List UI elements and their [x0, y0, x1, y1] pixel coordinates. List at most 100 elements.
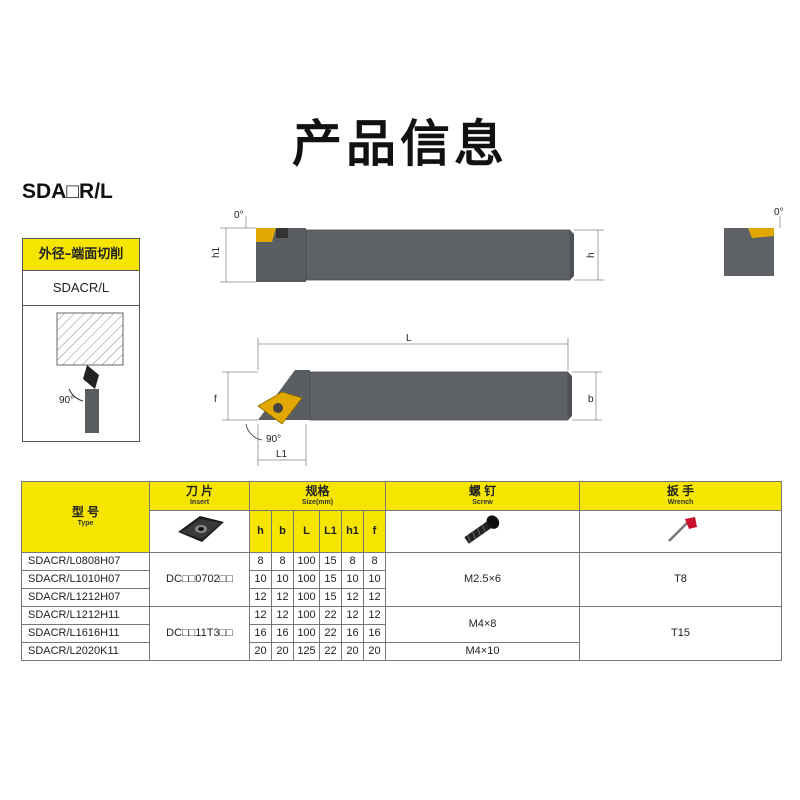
- insert-group-1: DC□□0702□□: [149, 552, 250, 607]
- size-cell: 100: [293, 624, 320, 643]
- b-label: b: [588, 394, 594, 405]
- size-cell: 8: [271, 552, 294, 571]
- size-cell: 22: [319, 642, 342, 661]
- insert-icon: [177, 516, 224, 542]
- type-header-cn: 型 号: [71, 505, 100, 519]
- size-cell: 12: [249, 588, 272, 607]
- size-cell: 12: [363, 588, 386, 607]
- size-cell: 12: [271, 588, 294, 607]
- operation-card: 外径–端面切削 SDACR/L 90°: [22, 238, 140, 442]
- size-cell: 16: [341, 624, 364, 643]
- type-cell: SDACR/L1616H11: [21, 624, 150, 643]
- size-cell: 10: [271, 570, 294, 589]
- technical-drawing: h1 0° h 0° L f b: [211, 207, 784, 466]
- wrench-header-cn: 扳 手: [666, 484, 695, 498]
- type-cell: SDACR/L1212H07: [21, 588, 150, 607]
- angle-arc: [68, 388, 84, 402]
- size-cell: 100: [293, 570, 320, 589]
- size-cell: 16: [271, 624, 294, 643]
- screw-icon: [463, 515, 499, 544]
- screw-header-cn: 螺 钉: [468, 484, 497, 498]
- insert-header-en: Insert: [189, 499, 210, 506]
- operation-card-model: SDACR/L: [23, 271, 139, 306]
- size-cell: 8: [363, 552, 386, 571]
- size-cell: 15: [319, 588, 342, 607]
- size-cell: 16: [249, 624, 272, 643]
- screw-image-cell: [385, 510, 580, 553]
- insert-shape: [83, 365, 99, 389]
- size-cell: 20: [249, 642, 272, 661]
- f-label: f: [214, 394, 217, 405]
- insert-image-cell: [149, 510, 250, 553]
- operation-card-header: 外径–端面切削: [23, 239, 139, 271]
- end-view: 0°: [724, 207, 784, 276]
- operation-illustration: 90°: [56, 312, 124, 433]
- size-cell: 10: [249, 570, 272, 589]
- top-view: h1 0° h: [211, 210, 604, 283]
- size-cell: 22: [319, 606, 342, 625]
- L-label: L: [406, 333, 412, 344]
- wrench-icon: [667, 517, 697, 542]
- insert-header-cn: 刀 片: [185, 484, 214, 498]
- side-angle-label: 90°: [59, 395, 74, 406]
- size-cell: 20: [341, 642, 364, 661]
- wrench-group-1: T8: [579, 552, 782, 607]
- size-cell: 8: [341, 552, 364, 571]
- screw-header: 螺 钉 Screw: [385, 481, 580, 511]
- size-cell: 20: [271, 642, 294, 661]
- tool-shank-bottom: [309, 371, 569, 421]
- insert-screw-hole: [273, 403, 283, 413]
- size-cell: 10: [341, 570, 364, 589]
- size-cell: 16: [363, 624, 386, 643]
- type-header-en: Type: [77, 520, 94, 527]
- screw-group-3: M4×10: [385, 642, 580, 661]
- size-cell: 100: [293, 588, 320, 607]
- size-cell: 20: [363, 642, 386, 661]
- bottom-view: L f b 90° L1: [214, 333, 602, 466]
- size-cell: 15: [319, 570, 342, 589]
- size-cell: 12: [249, 606, 272, 625]
- shank-chamfer-top: [570, 230, 574, 280]
- size-cell: 10: [363, 570, 386, 589]
- size-cell: 12: [341, 606, 364, 625]
- page-title: 产品信息: [292, 115, 508, 173]
- model-code: SDA□R/L: [22, 180, 113, 203]
- clamp-top: [276, 228, 288, 238]
- size-col-h: h: [249, 510, 272, 553]
- insert-group-2: DC□□11T3□□: [149, 606, 250, 661]
- L1-label: L1: [276, 449, 288, 460]
- screw-group-1: M2.5×6: [385, 552, 580, 607]
- insert-header: 刀 片 Insert: [149, 481, 250, 511]
- size-cell: 100: [293, 606, 320, 625]
- side-view-angle-label: 0°: [774, 207, 784, 218]
- type-cell: SDACR/L0808H07: [21, 552, 150, 571]
- type-cell: SDACR/L1212H11: [21, 606, 150, 625]
- size-col-f: f: [363, 510, 386, 553]
- screw-group-2: M4×8: [385, 606, 580, 643]
- wrench-image-cell: [579, 510, 782, 553]
- h-label: h: [586, 252, 597, 258]
- spec-table: 型 号 Type 刀 片 Insert 规格 Size(mm) 螺 钉 Scre…: [21, 481, 782, 661]
- size-cell: 15: [319, 552, 342, 571]
- wrench-header: 扳 手 Wrench: [579, 481, 782, 511]
- type-header: 型 号 Type: [21, 481, 150, 553]
- insert-end: [748, 228, 774, 238]
- size-cell: 100: [293, 552, 320, 571]
- size-cell: 12: [341, 588, 364, 607]
- workpiece-hatch: [56, 312, 124, 366]
- size-cell: 8: [249, 552, 272, 571]
- size-cell: 22: [319, 624, 342, 643]
- size-header-en: Size(mm): [301, 499, 334, 506]
- screw-header-en: Screw: [472, 499, 493, 506]
- size-col-b: b: [271, 510, 294, 553]
- size-cell: 12: [271, 606, 294, 625]
- bottom-angle-label: 90°: [266, 434, 281, 445]
- size-cell: 125: [293, 642, 320, 661]
- tool-shank: [85, 389, 99, 433]
- type-cell: SDACR/L2020K11: [21, 642, 150, 661]
- top-angle-label: 0°: [234, 210, 244, 221]
- insert-top: [256, 228, 276, 242]
- size-col-L: L: [293, 510, 320, 553]
- shank-chamfer-bottom: [568, 372, 572, 420]
- size-col-L1: L1: [319, 510, 342, 553]
